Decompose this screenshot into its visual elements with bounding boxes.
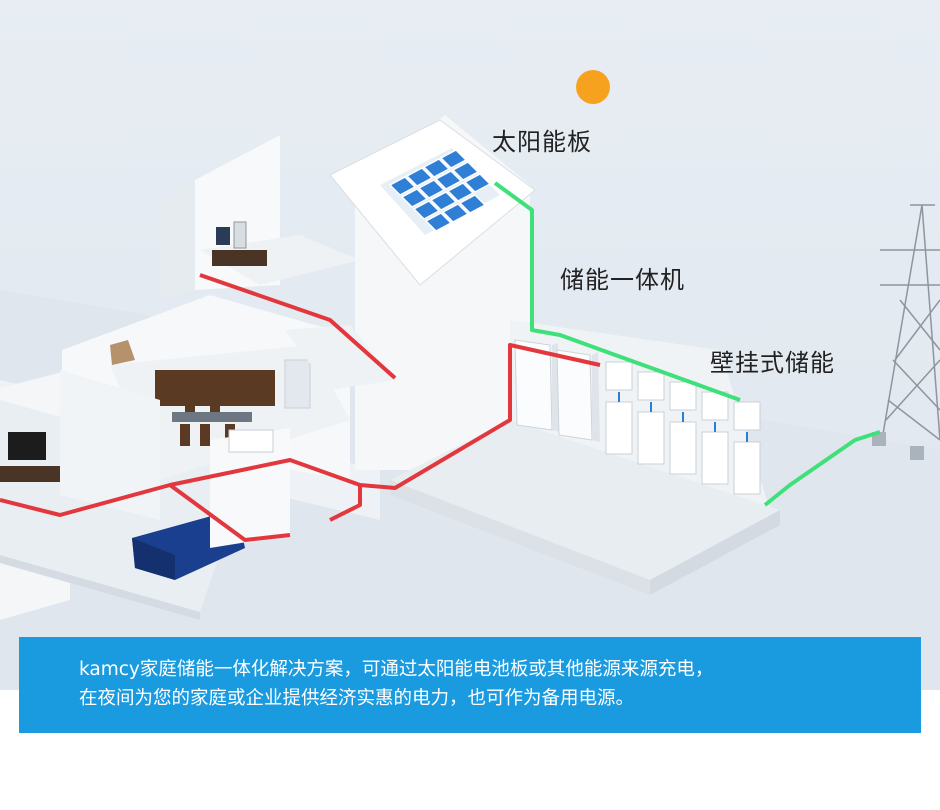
staircase: [285, 325, 395, 390]
range-hood-icon: [110, 340, 135, 365]
tv-stand: [0, 466, 60, 482]
monitor-icon: [216, 227, 230, 245]
all-in-one-storage-units: [514, 339, 600, 442]
fridge-icon: [284, 359, 311, 409]
desk-icon: [212, 250, 267, 266]
living-room-edge: [0, 555, 200, 620]
wall-mounted-storage: [605, 361, 761, 495]
ac-unit-icon: [228, 429, 274, 453]
house-illustration: [0, 70, 940, 690]
banner-line-2: 在夜间为您的家庭或企业提供经济实惠的电力，也可作为备用电源。: [79, 688, 635, 709]
solar-panel-label: 太阳能板: [492, 128, 592, 156]
dc-wiring: [493, 181, 881, 507]
sun-icon: [576, 70, 610, 104]
left-partition: [60, 370, 160, 520]
description-banner: kamcy家庭储能一体化解决方案，可通过太阳能电池板或其他能源来源充电， 在夜间…: [19, 637, 921, 733]
banner-line-1: kamcy家庭储能一体化解决方案，可通过太阳能电池板或其他能源来源充电，: [79, 659, 714, 680]
solar-panel-icon: [388, 149, 492, 232]
tv-icon: [8, 432, 46, 460]
storage-room-floor: [390, 420, 780, 580]
dining-table: [172, 412, 252, 422]
home-energy-scene: 太阳能板 储能一体机 壁挂式储能: [0, 0, 940, 690]
partition-wall: [210, 428, 290, 548]
all-in-one-label: 储能一体机: [560, 266, 685, 294]
pc-tower-icon: [233, 221, 247, 249]
wall-mounted-label: 壁挂式储能: [710, 349, 835, 377]
transmission-tower-icon: [880, 204, 940, 441]
ac-wiring: [0, 273, 601, 542]
inverter-icon: [605, 361, 761, 431]
